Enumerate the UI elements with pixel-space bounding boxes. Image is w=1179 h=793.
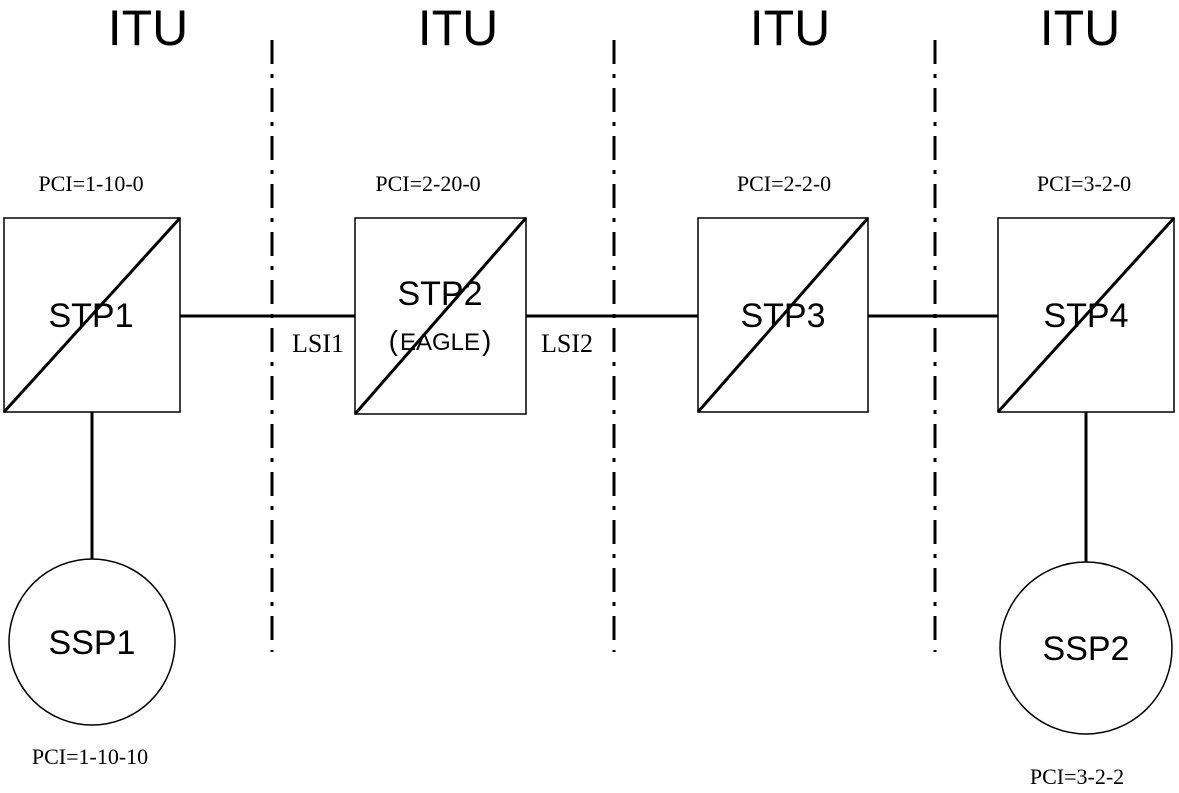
ssp2-pc-label: PCI=3-2-2	[1030, 764, 1124, 789]
ssp1-node: SSP1 PCI=1-10-10	[8, 558, 176, 769]
stp4-label: STP4	[1043, 297, 1128, 335]
stp3-label: STP3	[740, 297, 825, 335]
ssp1-circle	[8, 558, 176, 726]
stp1-node: PCI=1-10-0 STP1	[2, 171, 182, 414]
ssp1-label: SSP1	[49, 624, 136, 662]
link-label-lsi1: LSI1	[292, 329, 344, 358]
stp4-diagonal	[996, 216, 1176, 414]
stp2-label: STP2	[397, 275, 482, 313]
region-label-2: ITU	[418, 0, 499, 56]
ssp2-label: SSP2	[1043, 630, 1130, 668]
stp3-pc-label: PCI=2-2-0	[737, 171, 831, 196]
stp1-pc-label: PCI=1-10-0	[38, 171, 143, 196]
ssp2-circle	[999, 561, 1173, 735]
stp2-diagonal	[353, 217, 528, 415]
region-label-4: ITU	[1040, 0, 1121, 56]
ssp1-pc-label: PCI=1-10-10	[32, 744, 148, 769]
stp1-diagonal	[2, 216, 182, 414]
stp3-node: PCI=2-2-0 STP3	[696, 171, 870, 413]
stp2-node: PCI=2-20-0 STP2 (EAGLE)	[353, 171, 528, 415]
stp2-sub-label: (EAGLE)	[389, 325, 492, 356]
stp2-pc-label: PCI=2-20-0	[375, 171, 480, 196]
stp1-label: STP1	[48, 297, 133, 335]
stp4-pc-label: PCI=3-2-0	[1037, 171, 1131, 196]
ssp2-node: SSP2 PCI=3-2-2	[999, 561, 1173, 789]
stp4-node: PCI=3-2-0 STP4	[996, 171, 1176, 414]
stp3-diagonal	[696, 217, 870, 413]
region-label-1: ITU	[108, 0, 189, 56]
link-label-lsi2: LSI2	[541, 329, 593, 358]
region-label-3: ITU	[750, 0, 831, 56]
